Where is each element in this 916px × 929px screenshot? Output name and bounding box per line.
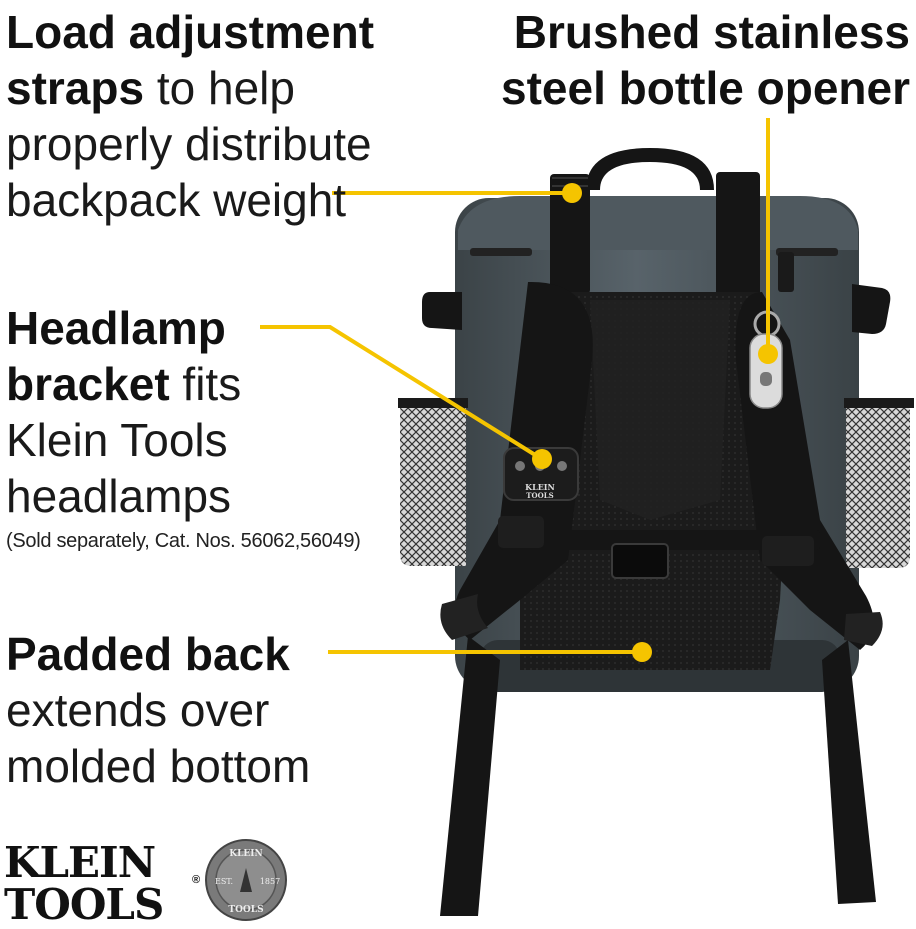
mesh-pocket-right <box>844 398 914 568</box>
registered-mark: ® <box>192 874 201 886</box>
headlamp-line4: headlamps <box>6 470 232 522</box>
side-handles <box>422 284 891 334</box>
brand-line1: KLEIN <box>4 838 156 887</box>
straps-bold-line1: Load adjustment <box>6 6 375 58</box>
padded-back-panel <box>520 292 790 670</box>
headlamp-bold-line1: Headlamp <box>6 302 226 354</box>
back-bold: Padded back <box>6 628 290 680</box>
brand-line2: TOOLS <box>4 880 164 929</box>
headlamp-bold-line2: bracket <box>6 358 170 410</box>
product-label-line1: KLEIN <box>525 482 555 492</box>
seal-est-text: EST. <box>215 877 233 886</box>
mesh-pocket-left <box>398 398 468 566</box>
lineman-icon <box>240 868 252 892</box>
seal-bottom-text: TOOLS <box>228 905 263 915</box>
straps-rest-inline: to help <box>144 62 295 114</box>
seal-year-text: 1857 <box>260 877 280 886</box>
straps-line3: properly distribute <box>6 118 372 170</box>
callout-leaders <box>260 118 778 662</box>
seal-top-text: KLEIN <box>229 849 262 859</box>
carry-handle <box>586 148 714 190</box>
back-line3: molded bottom <box>6 740 311 792</box>
sternum-strap <box>498 516 820 579</box>
headlamp-callout: Headlamp bracket fits Klein Tools headla… <box>6 300 406 524</box>
opener-callout: Brushed stainless steel bottle opener <box>440 4 910 116</box>
headlamp-rest-inline: fits <box>169 358 242 410</box>
headlamp-note: (Sold separately, Cat. Nos. 56062,56049) <box>6 530 361 552</box>
headlamp-line3: Klein Tools <box>6 414 228 466</box>
brand-seal: KLEIN TOOLS EST. 1857 <box>205 839 287 921</box>
brand-logo: KLEIN TOOLS ® <box>4 838 200 929</box>
load-adjustment-straps <box>550 172 760 302</box>
opener-line2: steel bottle opener <box>501 62 910 114</box>
opener-line1: Brushed stainless <box>513 6 910 58</box>
back-callout: Padded back extends over molded bottom <box>6 626 406 794</box>
straps-callout: Load adjustment straps to help properly … <box>6 4 426 228</box>
straps-line4: backpack weight <box>6 174 347 226</box>
back-line2: extends over <box>6 684 270 736</box>
product-label-line2: TOOLS <box>526 491 553 500</box>
straps-bold-line2: straps <box>6 62 145 114</box>
